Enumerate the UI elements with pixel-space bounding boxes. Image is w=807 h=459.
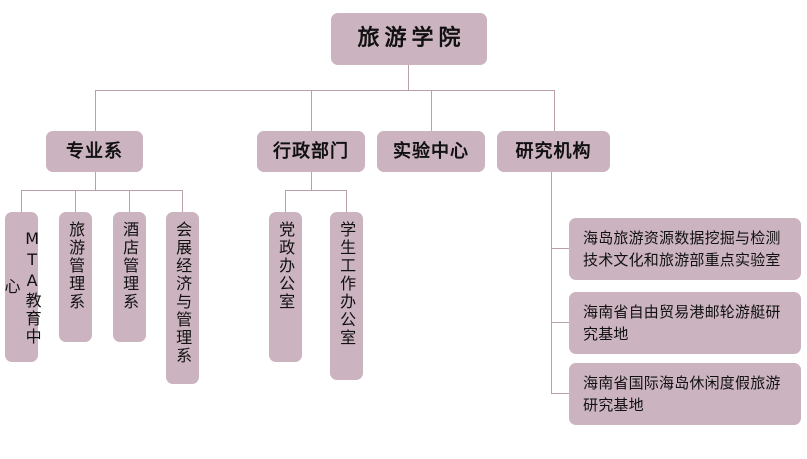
node-tourism-management-dept[interactable]: 旅游管理系 <box>59 212 92 342</box>
connector-drop-research <box>554 90 555 131</box>
connector-majors-drop-3 <box>129 190 130 212</box>
node-research-institutions[interactable]: 研究机构 <box>497 131 610 172</box>
node-party-admin-office[interactable]: 党政办公室 <box>269 212 302 362</box>
connector-research-stub-2 <box>551 322 569 323</box>
connector-research-stub-3 <box>551 393 569 394</box>
node-cruise-yacht-research-base[interactable]: 海南省自由贸易港邮轮游艇研究基地 <box>569 292 801 354</box>
node-major-departments[interactable]: 专业系 <box>46 131 143 172</box>
connector-majors-drop-4 <box>182 190 183 212</box>
node-admin-departments[interactable]: 行政部门 <box>257 131 365 172</box>
connector-drop-admin <box>311 90 312 131</box>
connector-root-stem <box>408 65 409 91</box>
connector-research-stub-1 <box>551 248 569 249</box>
node-hotel-management-dept[interactable]: 酒店管理系 <box>113 212 146 342</box>
node-mta-education-center[interactable]: MTA教育中心 <box>2 212 42 362</box>
connector-admin-drop-1 <box>285 190 286 212</box>
connector-majors-drop-2 <box>75 190 76 212</box>
connector-admin-drop-2 <box>346 190 347 212</box>
node-island-tourism-key-lab[interactable]: 海岛旅游资源数据挖掘与检测技术文化和旅游部重点实验室 <box>569 218 801 280</box>
connector-majors-stem <box>95 172 96 190</box>
connector-majors-bus <box>21 190 182 191</box>
connector-research-trunk <box>551 172 552 393</box>
node-root-tourism-college[interactable]: 旅游学院 <box>331 13 487 65</box>
connector-majors-drop-1 <box>21 190 22 212</box>
connector-admin-stem <box>311 172 312 190</box>
connector-drop-majors <box>95 90 96 131</box>
connector-drop-lab <box>431 90 432 131</box>
node-exhibition-economy-dept[interactable]: 会展经济与管理系 <box>166 212 199 384</box>
node-island-leisure-research-base[interactable]: 海南省国际海岛休闲度假旅游研究基地 <box>569 363 801 425</box>
node-lab-center[interactable]: 实验中心 <box>377 131 485 172</box>
connector-level2-bus <box>95 90 555 91</box>
connector-admin-bus <box>285 190 347 191</box>
node-student-affairs-office[interactable]: 学生工作办公室 <box>330 212 363 380</box>
